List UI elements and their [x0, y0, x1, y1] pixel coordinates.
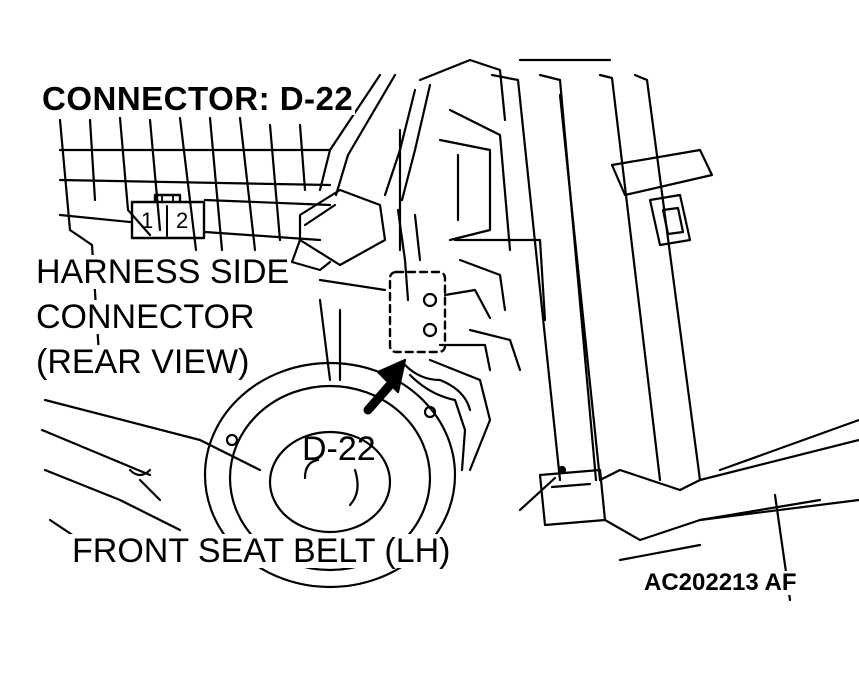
- connector-pin-1: 1: [141, 208, 154, 233]
- harness-label-line-1: HARNESS SIDE: [34, 253, 292, 291]
- connector-pin-2: 2: [176, 208, 189, 233]
- connector-symbol: [130, 193, 206, 240]
- connector-id-label: D-22: [302, 430, 376, 468]
- door-frame-lines: [40, 116, 332, 562]
- d22-connector-highlight: [388, 270, 492, 472]
- b-pillar-and-seat-belt: [490, 58, 859, 602]
- wiring-harness: [290, 73, 432, 302]
- harness-label-line-3: (REAR VIEW): [34, 343, 252, 381]
- component-label: FRONT SEAT BELT (LH): [70, 532, 453, 570]
- harness-label-line-2: CONNECTOR: [34, 298, 257, 336]
- center-panel: [318, 58, 547, 472]
- connector-title: CONNECTOR: D-22: [40, 80, 356, 117]
- door-speaker: [128, 361, 457, 589]
- seatbelt-leader-line: [518, 476, 557, 512]
- figure-code: AC202213 AF: [642, 569, 799, 596]
